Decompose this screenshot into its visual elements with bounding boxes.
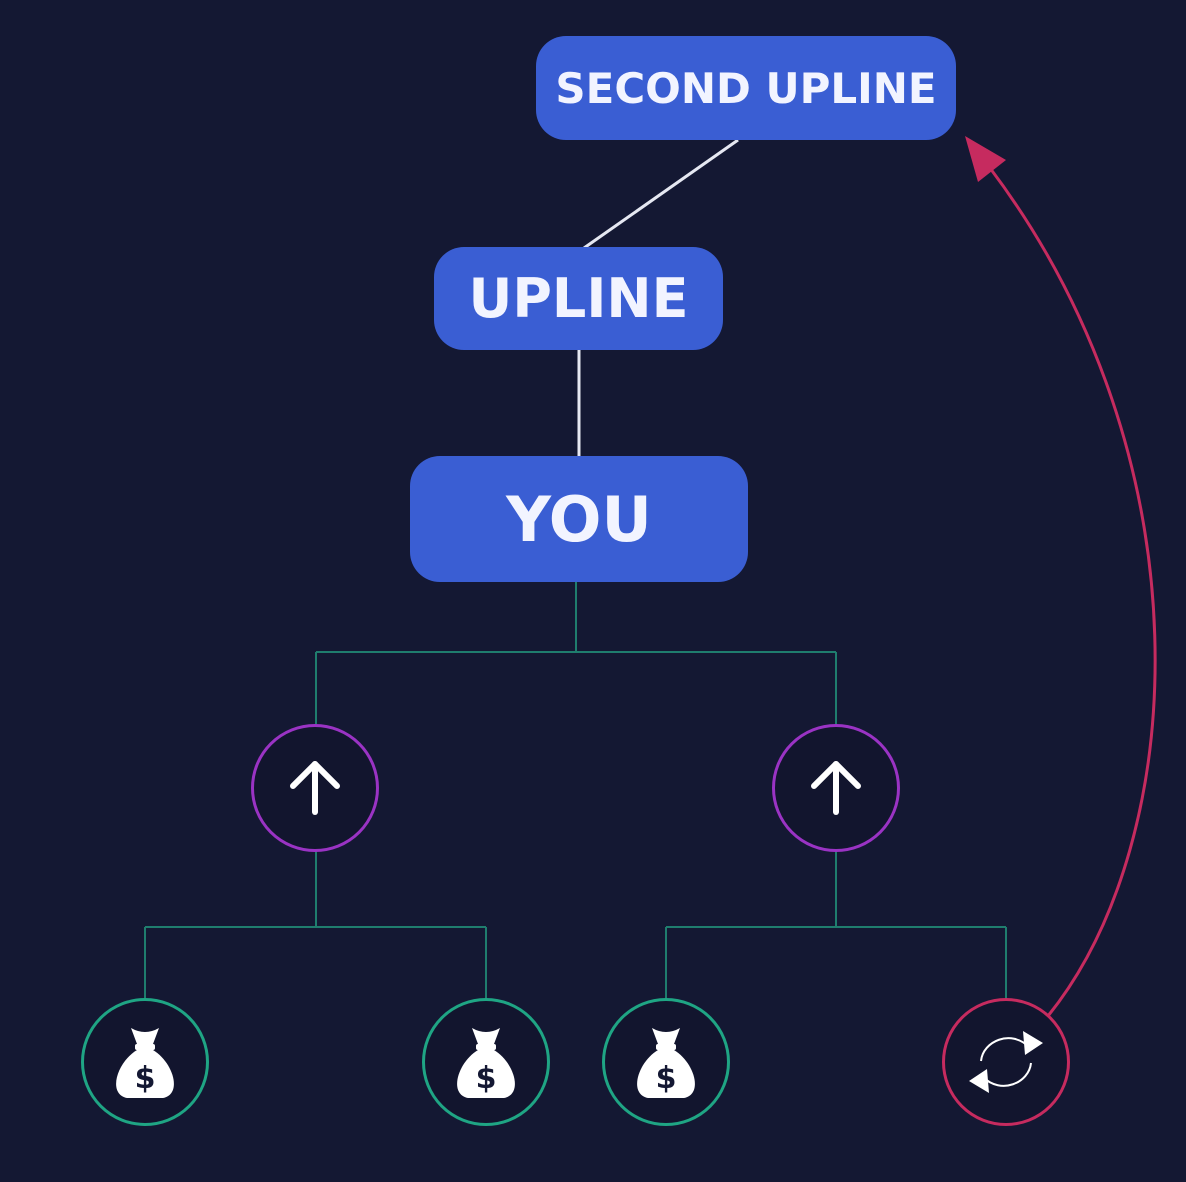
arrow-up-icon [811,761,861,815]
arrow-node-left [251,724,379,852]
second-upline-label: SECOND UPLINE [555,63,937,113]
upline-label: UPLINE [468,267,689,330]
connector-tree-level2 [144,851,1007,1000]
arrow-up-icon [290,761,340,815]
money-bag-icon: $ [116,1028,174,1098]
svg-text:$: $ [476,1061,497,1096]
recycle-icon [969,1031,1043,1093]
return-arrowhead [965,136,1006,182]
upline-box: UPLINE [434,247,723,350]
svg-text:$: $ [135,1061,156,1096]
money-bag-icon: $ [637,1028,695,1098]
second-upline-box: SECOND UPLINE [536,36,956,140]
connector-tree-level1 [315,582,837,724]
money-node-1: $ [81,998,209,1126]
return-arrow-path [988,167,1157,1017]
recycle-node [942,998,1070,1126]
you-label: YOU [506,482,652,556]
arrow-node-right [772,724,900,852]
money-node-2: $ [422,998,550,1126]
money-bag-icon: $ [457,1028,515,1098]
money-node-3: $ [602,998,730,1126]
connector-upline-to-second-upline [583,138,739,250]
svg-text:$: $ [656,1061,677,1096]
you-box: YOU [410,456,748,582]
